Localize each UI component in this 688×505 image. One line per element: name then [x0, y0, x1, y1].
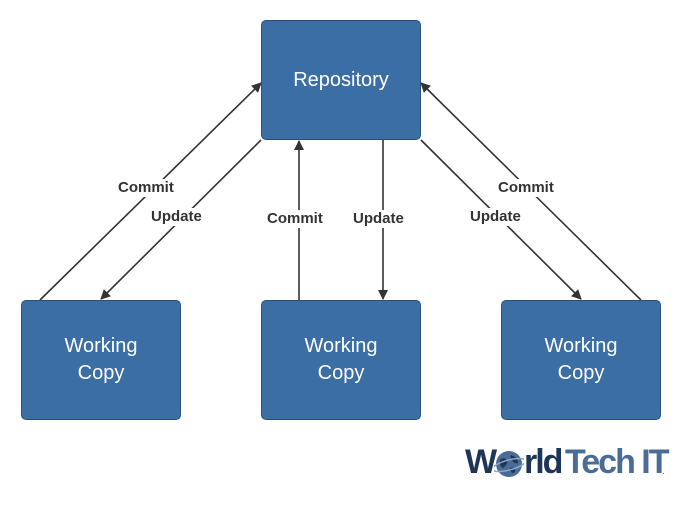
edge-label-update-left: Update — [149, 208, 204, 226]
logo-text-tech-it: Tech IT — [565, 443, 669, 481]
working-copy-box-right: Working Copy — [501, 300, 661, 420]
working-copy-label-middle: Working Copy — [304, 335, 378, 384]
logo-text-w: W — [465, 443, 497, 481]
repository-label: Repository — [293, 68, 389, 91]
edge-label-commit-right: Commit — [496, 179, 556, 197]
worldtech-it-logo: W rld Tech IT . — [465, 442, 670, 488]
logo-text-rld: rld — [524, 443, 563, 481]
working-copy-label-left: Working Copy — [64, 335, 138, 384]
working-copy-box-left: Working Copy — [21, 300, 181, 420]
edge-label-commit-left: Commit — [116, 179, 176, 197]
edge-label-update-right: Update — [468, 208, 523, 226]
logo-registered-mark: . — [662, 466, 665, 477]
repository-box: Repository — [261, 20, 421, 140]
edge-label-update-middle: Update — [351, 210, 406, 228]
working-copy-label-right: Working Copy — [544, 335, 618, 384]
edge-label-commit-middle: Commit — [265, 210, 325, 228]
working-copy-box-middle: Working Copy — [261, 300, 421, 420]
globe-icon — [494, 451, 524, 477]
